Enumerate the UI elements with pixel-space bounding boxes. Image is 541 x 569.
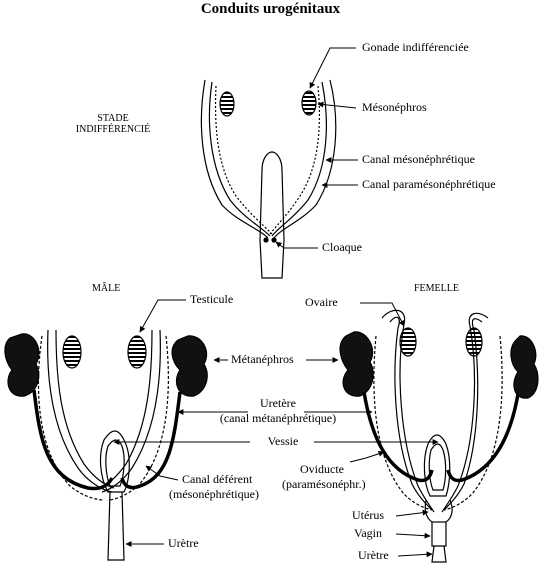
male-kidney-right	[171, 335, 208, 397]
stage-female-label: FEMELLE	[414, 283, 459, 294]
label-uretre-male: Urètre	[168, 536, 199, 550]
label-metanephros: Métanéphros	[231, 352, 294, 366]
label-uretre-female: Urètre	[358, 548, 389, 562]
label-vessie: Vessie	[267, 434, 299, 448]
female-kidney-right	[510, 335, 539, 399]
diagram-title: Conduits urogénitaux	[200, 1, 341, 17]
label-uterus: Utérus	[352, 508, 384, 522]
label-ovaire: Ovaire	[305, 295, 338, 309]
cloaca-shape	[259, 151, 285, 279]
label-canal-deferent-sub: (mésonéphrétique)	[169, 487, 259, 501]
label-testicule: Testicule	[190, 292, 234, 306]
label-gonade: Gonade indifférenciée	[362, 40, 469, 54]
label-mesonephros: Mésonéphros	[362, 100, 427, 114]
male-stage-drawing	[4, 329, 208, 561]
label-uretere-sub: (canal métanéphrétique)	[219, 411, 337, 425]
indifferent-gonad-right	[301, 90, 317, 116]
label-uretere: Uretère	[260, 396, 296, 410]
label-canal-paramesonephretique: Canal paramésonéphrétique	[362, 177, 496, 191]
indifferent-stage-drawing	[200, 79, 337, 279]
label-vagin: Vagin	[354, 526, 382, 540]
label-cloaque: Cloaque	[322, 240, 362, 254]
female-kidney-left	[339, 331, 374, 397]
label-oviducte-sub: (paramésonéphr.)	[282, 477, 366, 491]
testicle-left	[62, 335, 82, 369]
stage-indifferent-label: STADE INDIFFÉRENCIÉ	[75, 113, 151, 135]
label-canal-deferent: Canal déférent	[182, 472, 253, 486]
label-canal-mesonephretique: Canal mésonéphrétique	[362, 152, 475, 166]
female-stage-drawing	[339, 309, 539, 563]
stage-male-label: MÂLE	[92, 283, 121, 294]
ovary-left	[399, 327, 417, 357]
indifferent-gonad-left	[219, 91, 235, 117]
male-kidney-left	[4, 333, 40, 397]
testicle-right	[127, 335, 147, 369]
leader-lines	[113, 47, 439, 558]
label-oviducte: Oviducte	[300, 462, 344, 476]
